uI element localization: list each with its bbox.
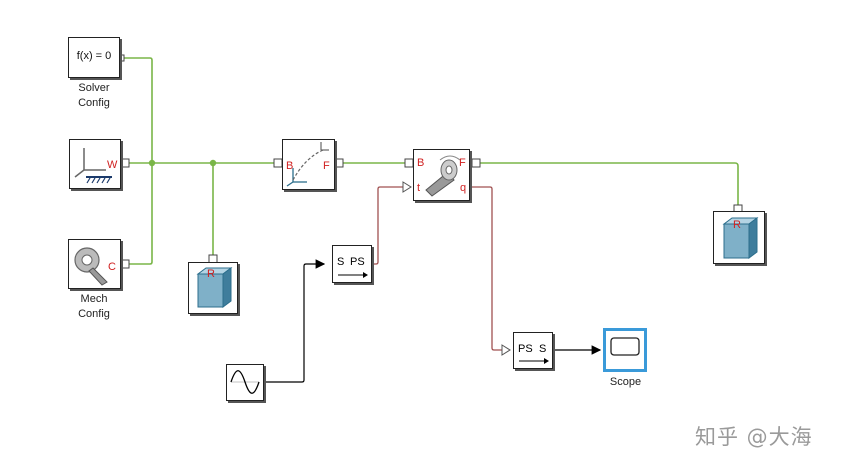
port-mech-c[interactable] [120,259,130,269]
signal-connections [264,259,602,383]
line-mech-to-junction[interactable] [124,163,153,265]
solid-cube-icon: R [196,267,233,308]
line-sine-to-sps[interactable] [264,259,326,383]
scope-block[interactable] [603,328,647,372]
transform-port-f: F [323,160,330,172]
line-revolute-q-to-pss[interactable] [472,186,502,351]
revolute-port-q: q [460,182,466,194]
watermark-text: 知乎 @大海 [695,425,813,449]
scope-screen-icon [610,337,640,356]
solver-config-label: Solver Config [64,81,124,111]
solid1-port-r: R [207,268,215,280]
revolute-port-f: F [459,157,466,169]
port-world-w[interactable] [120,158,130,168]
mech-port-c: C [108,261,116,273]
revolute-joint-icon: B F t q [417,155,466,197]
line-sps-to-revolute-t[interactable] [373,186,403,265]
line-revolute-to-solid2[interactable] [480,162,739,206]
sine-wave-icon [230,370,260,394]
revolute-port-b: B [417,157,424,169]
sps-text-ps: PS [350,256,365,268]
sps-text-s: S [337,256,345,268]
mech-config-label: Mech Config [64,292,124,322]
simulink-ps-converter[interactable]: S PS [332,245,372,283]
revolute-joint-block[interactable]: B F t q [413,149,470,201]
port-transform-b[interactable] [273,158,283,168]
transform-icon: B F [286,142,330,187]
solid-block-2[interactable]: R [713,211,765,264]
junction-dot-2 [209,159,217,167]
transform-port-b: B [286,160,293,172]
solid-block-1[interactable]: R [188,262,238,314]
world-frame-block[interactable]: W [69,139,121,189]
revolute-port-t: t [417,182,420,194]
sine-wave-block[interactable] [226,364,264,401]
ps-simulink-converter[interactable]: PS S [513,332,553,369]
solid2-port-r: R [733,219,741,231]
solver-label-line1: Solver [78,82,110,94]
solid-cube-icon: R [722,217,759,259]
junction-dot-1 [148,159,156,167]
mech-config-block[interactable]: C [68,239,121,289]
pss-text-s: S [539,343,547,355]
port-transform-f[interactable] [334,158,344,168]
port-revolute-b[interactable] [404,158,414,168]
arrow-right-icon [519,358,549,364]
world-port-w: W [107,159,118,171]
mech-label-line1: Mech [80,293,108,305]
mech-label-line2: Config [78,308,110,320]
rigid-transform-block[interactable]: B F [282,139,335,190]
world-frame-icon: W [74,148,118,184]
wrench-icon: C [74,247,116,286]
arrow-t-open [402,181,412,193]
ps-connections [373,186,502,351]
solver-label-line2: Config [78,97,110,109]
scope-label: Scope [609,376,642,388]
solver-equation-text: f(x) = 0 [76,50,112,62]
pss-text-ps: PS [518,343,533,355]
line-solver-to-junction[interactable] [123,57,153,163]
arrow-pss-open [501,344,511,356]
port-revolute-f[interactable] [471,158,481,168]
solver-config-block[interactable]: f(x) = 0 [68,37,120,78]
arrow-right-icon [338,272,368,278]
